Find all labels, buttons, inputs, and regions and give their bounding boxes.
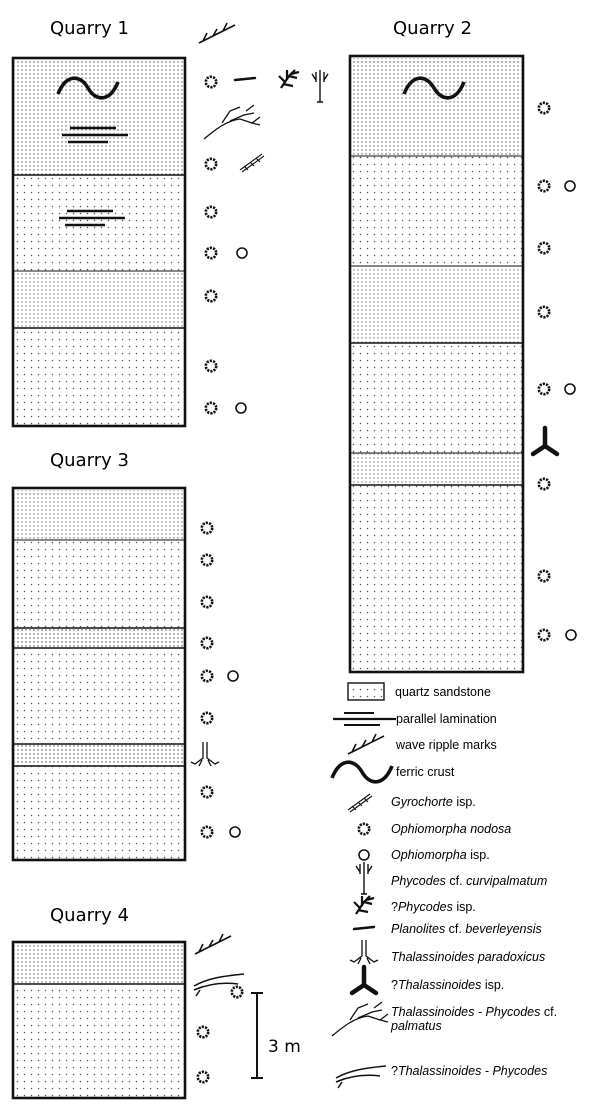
legend-thalassinoides-phycodes-palmatus: Thalassinoides - Phycodes cf.palmatus <box>391 1005 558 1033</box>
legend-gyrochorte: Gyrochorte isp. <box>391 795 476 809</box>
ophiomorpha-nodosa-icon <box>204 246 218 260</box>
ophiomorpha-nodosa-icon <box>204 401 218 415</box>
ophiomorpha-nodosa-icon <box>196 1070 210 1084</box>
scale-bar-label: 3 m <box>268 1037 301 1057</box>
phycodes-isp-icon <box>277 68 301 90</box>
ophiomorpha-nodosa-icon <box>537 305 551 319</box>
legend-phycodes-curvipalmatum: Phycodes cf. curvipalmatum <box>391 874 548 888</box>
legend-symbols <box>330 682 396 1089</box>
ophiomorpha-nodosa-icon <box>230 985 244 999</box>
quarry3-trace-fossils <box>190 521 241 839</box>
legend-thalassinoides-paradoxicus: Thalassinoides paradoxicus <box>391 950 546 964</box>
wave-ripple-legend-icon <box>347 733 385 755</box>
legend-ferric-crust: ferric crust <box>396 765 455 779</box>
ophiomorpha-isp-icon <box>236 247 248 259</box>
quarry4-column <box>11 940 187 1100</box>
ophiomorpha-isp-icon <box>565 629 577 641</box>
legend-quartz-sandstone: quartz sandstone <box>395 685 491 699</box>
legend-ophiomorpha-isp: Ophiomorpha isp. <box>391 848 490 862</box>
ophiomorpha-isp-icon <box>229 826 241 838</box>
ophiomorpha-nodosa-icon <box>204 157 218 171</box>
ophiomorpha-nodosa-legend-icon <box>357 822 371 836</box>
ophiomorpha-isp-icon <box>235 402 247 414</box>
thalassinoides-isp-legend-icon <box>352 967 376 993</box>
scale-bar <box>251 992 263 1079</box>
quarry2-column <box>348 54 525 674</box>
phycodes-curvipalmatum-legend-icon <box>355 861 373 895</box>
quarry2-title: Quarry 2 <box>393 18 472 39</box>
ophiomorpha-nodosa-icon <box>200 595 214 609</box>
legend-phycodes-isp: ?Phycodes isp. <box>391 900 476 914</box>
ophiomorpha-nodosa-icon <box>200 785 214 799</box>
ophiomorpha-nodosa-icon <box>196 1025 210 1039</box>
legend-ophiomorpha-nodosa: Ophiomorpha nodosa <box>391 822 512 836</box>
thalassinoides-phycodes-palmatus-legend-icon <box>331 1001 389 1037</box>
wave-ripple-icon <box>198 22 236 44</box>
thalassinoides-phycodes-q-icon <box>193 973 245 997</box>
parallel-lamination-swatch <box>333 712 396 726</box>
quartz-sandstone-swatch <box>347 682 385 701</box>
ophiomorpha-nodosa-icon <box>537 179 551 193</box>
ophiomorpha-nodosa-icon <box>200 636 214 650</box>
quarry4-title: Quarry 4 <box>50 905 129 926</box>
ophiomorpha-nodosa-icon <box>537 382 551 396</box>
thalassinoides-phycodes-q-legend-icon <box>335 1065 387 1089</box>
planolites-legend-icon <box>352 925 376 931</box>
ophiomorpha-nodosa-icon <box>537 101 551 115</box>
ophiomorpha-nodosa-icon <box>537 477 551 491</box>
legend-wave-ripple-marks: wave ripple marks <box>396 738 497 752</box>
wave-ripple-icon <box>194 933 232 955</box>
quarry1-title: Quarry 1 <box>50 18 129 39</box>
ophiomorpha-nodosa-icon <box>537 241 551 255</box>
phycodes-curvipalmatum-icon <box>311 69 329 103</box>
thalassinoides-phycodes-palmatus-icon <box>203 104 261 140</box>
quarry2-trace-fossils <box>533 101 577 642</box>
ferric-crust-legend-icon <box>330 760 394 784</box>
ophiomorpha-nodosa-icon <box>537 569 551 583</box>
quarry1-column <box>11 56 187 428</box>
gyrochorte-icon <box>239 153 265 173</box>
legend-parallel-lamination: parallel lamination <box>396 712 497 726</box>
quarry4-trace-fossils <box>193 933 245 1084</box>
quarry1-trace-fossils <box>198 22 329 415</box>
ophiomorpha-nodosa-icon <box>200 521 214 535</box>
thalassinoides-isp-icon <box>533 428 557 454</box>
ophiomorpha-nodosa-icon <box>204 205 218 219</box>
legend-thalassinoides-isp: ?Thalassinoides isp. <box>391 978 505 992</box>
quarry3-title: Quarry 3 <box>50 450 129 471</box>
planolites-icon <box>233 76 257 82</box>
ophiomorpha-nodosa-icon <box>200 553 214 567</box>
ophiomorpha-nodosa-icon <box>204 75 218 89</box>
ophiomorpha-nodosa-icon <box>200 669 214 683</box>
legend-thalassinoides-phycodes-q: ?Thalassinoides - Phycodes <box>391 1064 548 1078</box>
ophiomorpha-isp-icon <box>564 383 576 395</box>
legend-planolites: Planolites cf. beverleyensis <box>391 922 542 936</box>
ophiomorpha-nodosa-icon <box>200 825 214 839</box>
thalassinoides-paradoxicus-legend-icon <box>349 939 379 965</box>
ophiomorpha-isp-legend-icon <box>358 849 370 861</box>
ophiomorpha-nodosa-icon <box>200 711 214 725</box>
phycodes-isp-legend-icon <box>352 894 376 916</box>
ophiomorpha-nodosa-icon <box>537 628 551 642</box>
ophiomorpha-nodosa-icon <box>204 359 218 373</box>
thalassinoides-paradoxicus-icon <box>190 741 220 767</box>
ophiomorpha-nodosa-icon <box>204 289 218 303</box>
ophiomorpha-isp-icon <box>227 670 239 682</box>
ophiomorpha-isp-icon <box>564 180 576 192</box>
quarry3-column <box>11 486 187 862</box>
gyrochorte-legend-icon <box>347 793 373 813</box>
